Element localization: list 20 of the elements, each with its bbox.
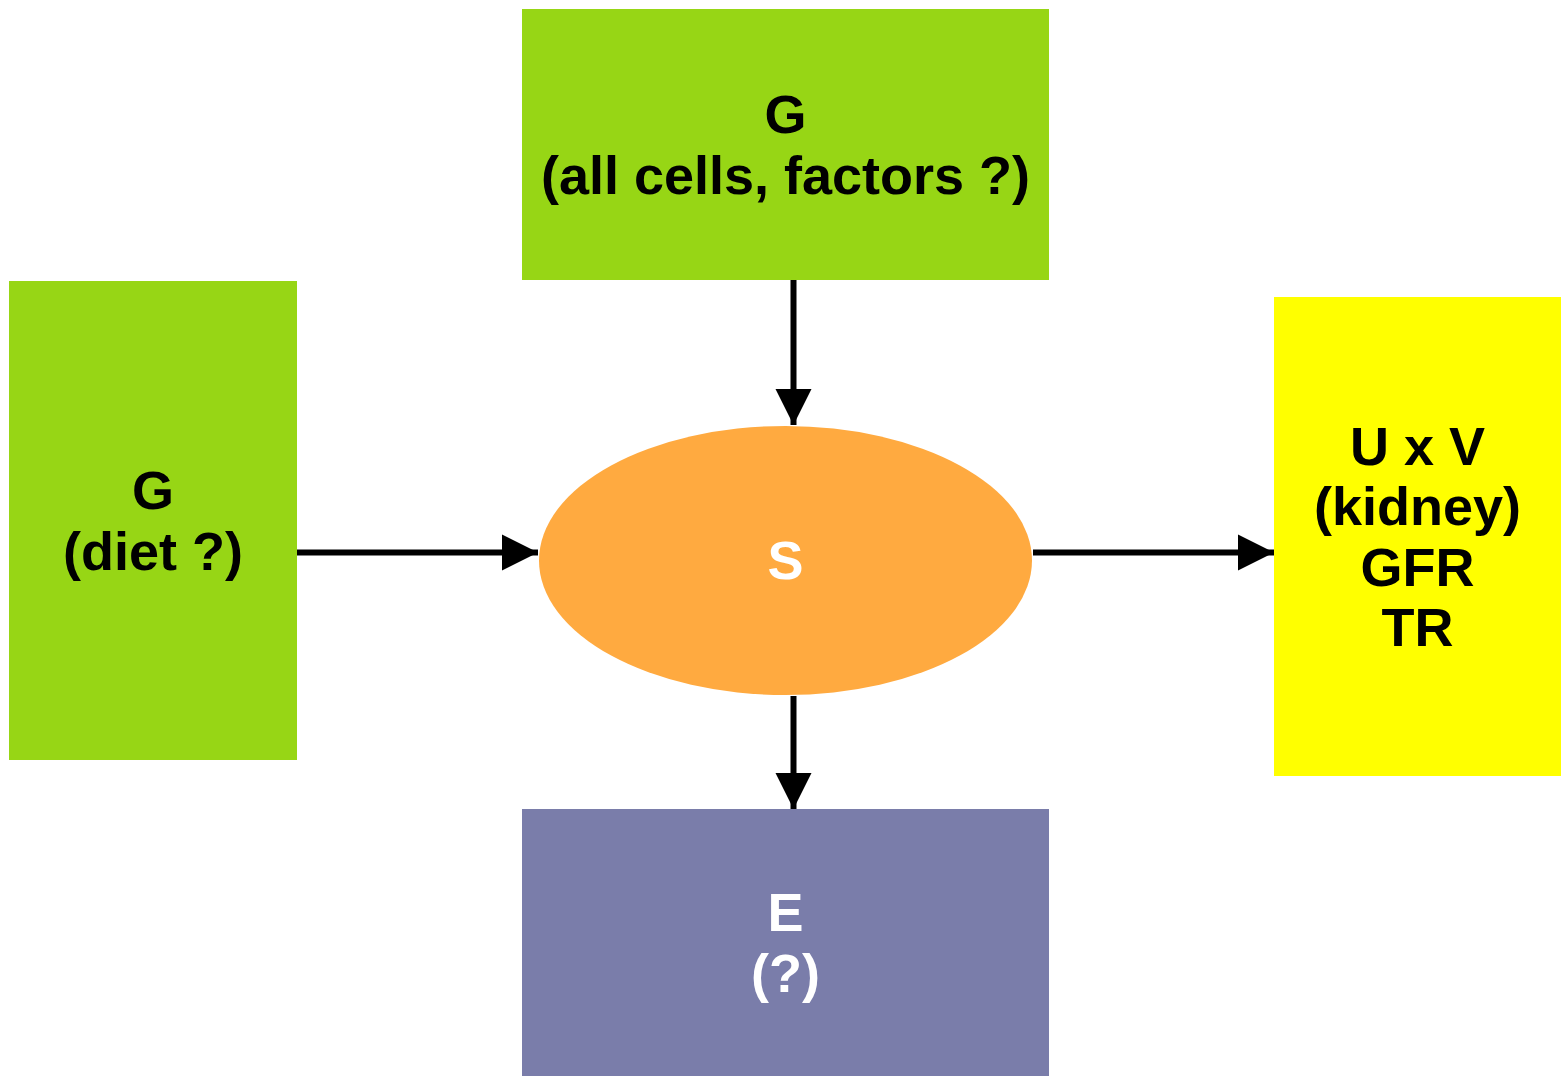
node-text: (all cells, factors ?) — [539, 144, 1032, 205]
node-text: (diet ?) — [62, 520, 244, 581]
arrow — [775, 280, 812, 425]
node-text: (kidney) — [1312, 476, 1522, 537]
process-box — [522, 9, 1049, 280]
arrow — [297, 534, 538, 571]
node-title: E — [766, 882, 805, 943]
arrow — [1033, 534, 1274, 571]
node-title: G — [131, 460, 175, 521]
process-box — [522, 809, 1049, 1076]
node-title: G — [763, 84, 808, 145]
arrow — [775, 696, 812, 809]
node-text: TR — [1380, 596, 1455, 658]
node-title: U x V — [1348, 415, 1487, 477]
node-text: (?) — [750, 942, 821, 1003]
process-box — [1274, 297, 1561, 776]
ellipse-node — [538, 425, 1033, 696]
process-box — [9, 281, 297, 760]
node-text: GFR — [1359, 536, 1476, 597]
node-title: S — [766, 530, 805, 591]
